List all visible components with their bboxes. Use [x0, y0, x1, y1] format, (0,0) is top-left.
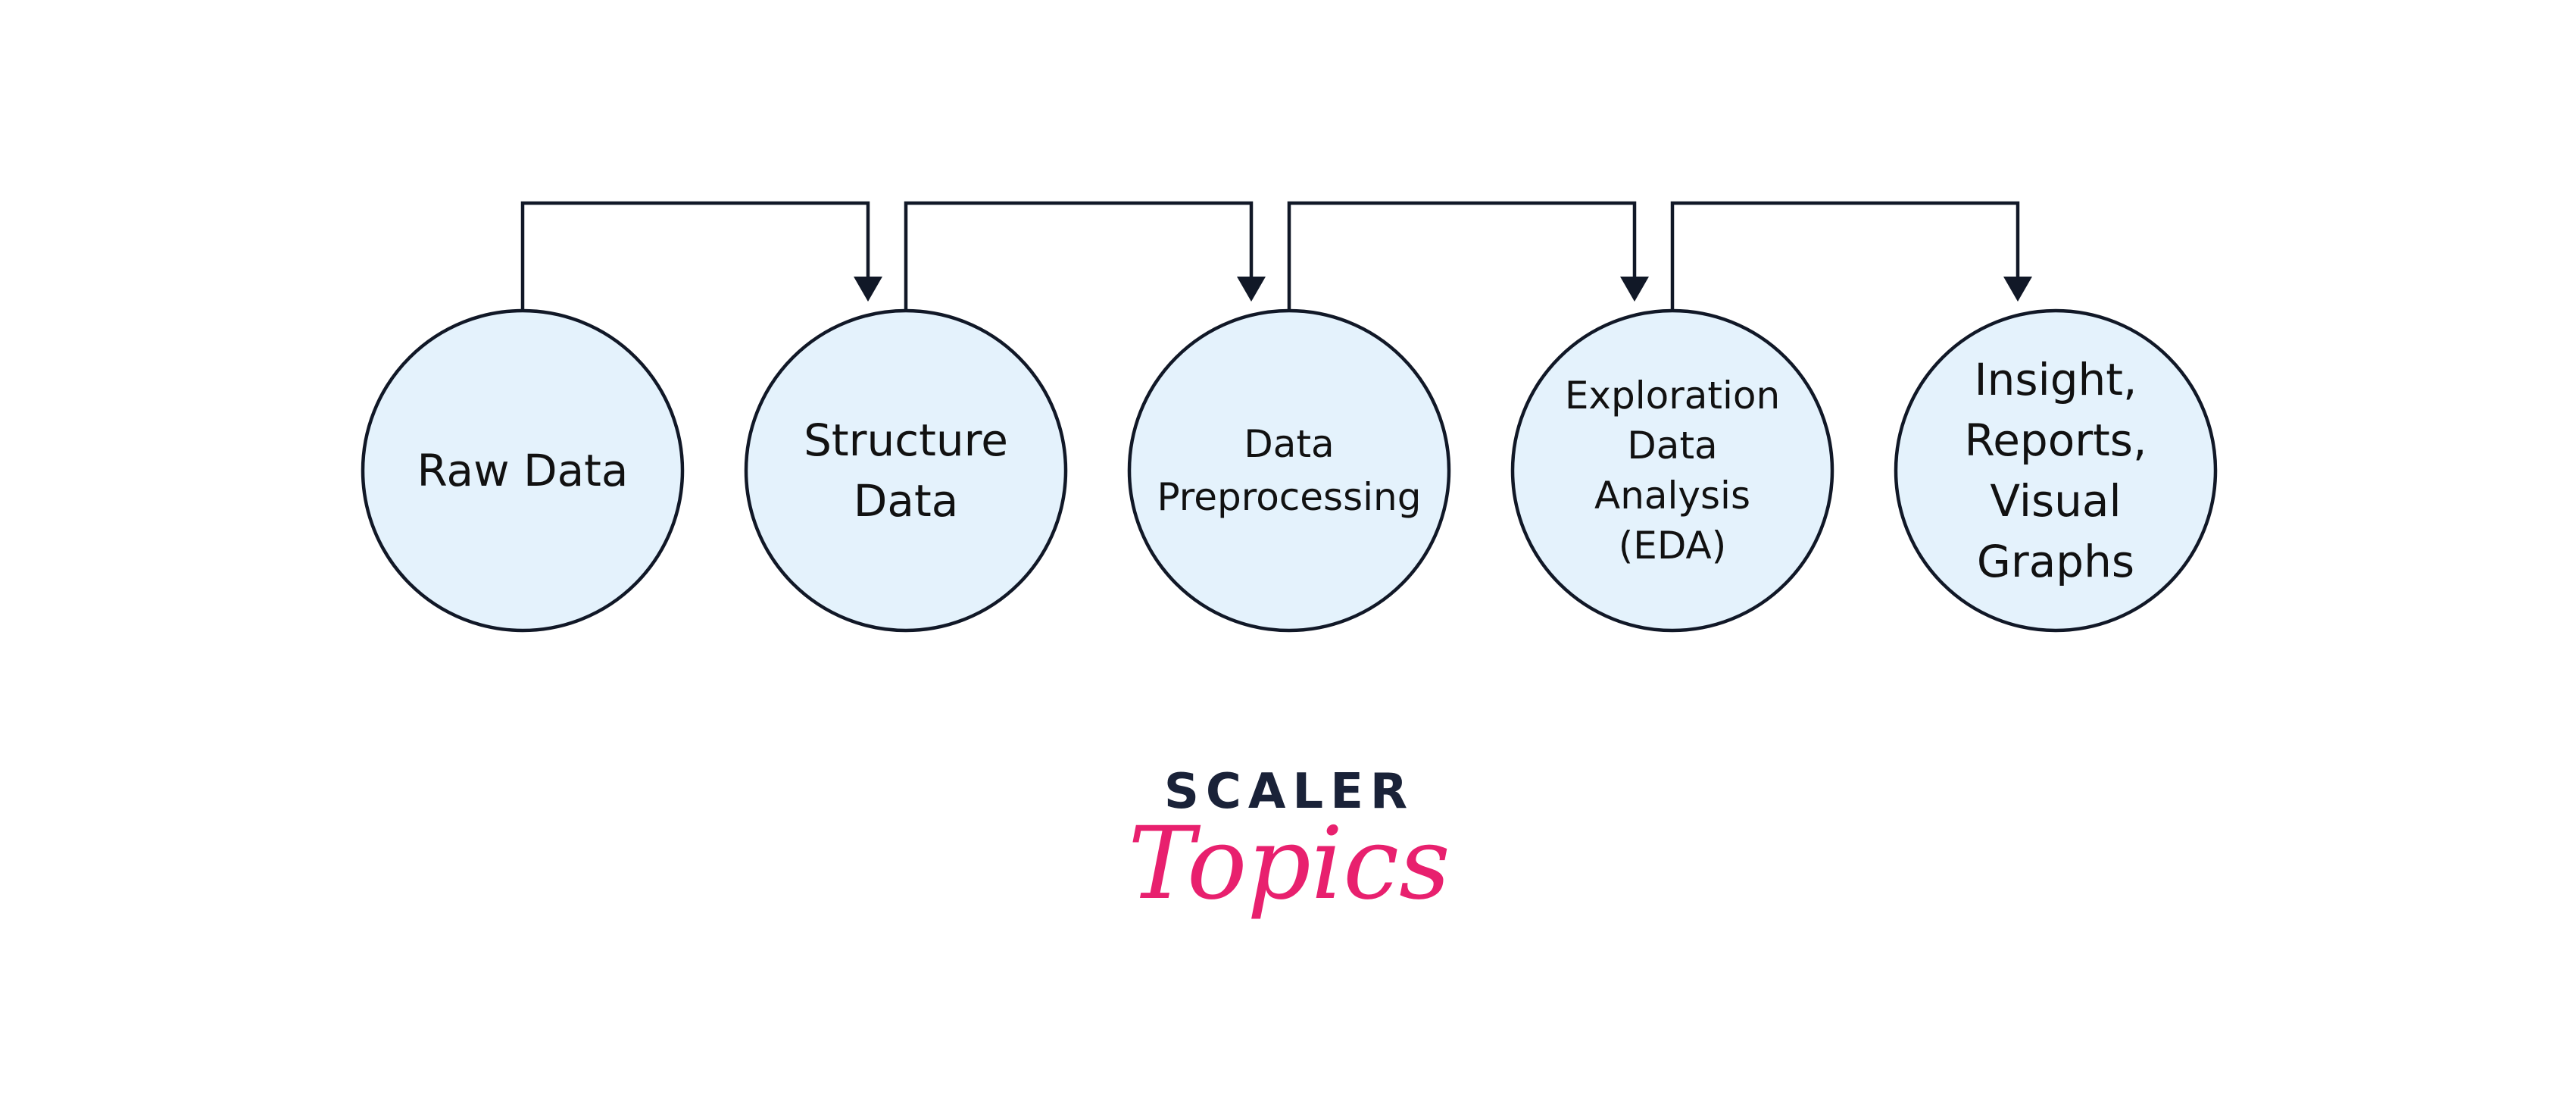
arrowhead-icon	[2003, 277, 2032, 302]
node-circle	[1510, 308, 1834, 633]
node-label-line: Exploration	[1565, 374, 1780, 418]
node-label-line: (EDA)	[1619, 524, 1726, 568]
node-circle	[1894, 308, 2218, 633]
node-circle	[361, 308, 685, 633]
node-label-line: Graphs	[1977, 536, 2134, 587]
node-circle	[744, 308, 1068, 633]
node-label: Raw Data	[417, 445, 629, 496]
edge-structure-data-to-data-preprocessing	[904, 201, 1266, 311]
scaler-topics-logo: SCALER Topics	[1128, 764, 1450, 922]
node-label-line: Raw Data	[417, 445, 629, 496]
node-label-line: Insight,	[1975, 354, 2137, 405]
node-label-line: Structure	[804, 414, 1008, 466]
logo-scaler-word: SCALER	[1164, 764, 1414, 820]
node-label-line: Analysis	[1594, 474, 1750, 518]
arrowhead-icon	[854, 277, 882, 302]
arrowhead-icon	[1620, 277, 1649, 302]
logo-topics-word: Topics	[1128, 806, 1450, 922]
arrowhead-icon	[1237, 277, 1266, 302]
node-label-line: Data	[854, 475, 959, 527]
edge-line	[1287, 201, 1637, 311]
edges-layer	[520, 201, 2032, 311]
node-label-line: Preprocessing	[1157, 475, 1422, 519]
edge-exploration-data-analysis-to-insight-reports-visual-graphs	[1670, 201, 2032, 311]
edge-raw-data-to-structure-data	[520, 201, 882, 311]
edge-data-preprocessing-to-exploration-data-analysis	[1287, 201, 1649, 311]
node-label-line: Data	[1627, 424, 1717, 468]
edge-line	[520, 201, 870, 311]
edge-line	[1670, 201, 2020, 311]
node-circle	[1127, 308, 1451, 633]
node-raw-data: Raw Data	[361, 308, 685, 633]
node-label-line: Reports,	[1965, 414, 2147, 466]
edge-line	[904, 201, 1254, 311]
node-label-line: Data	[1244, 422, 1334, 466]
node-label-line: Visual	[1990, 475, 2121, 527]
